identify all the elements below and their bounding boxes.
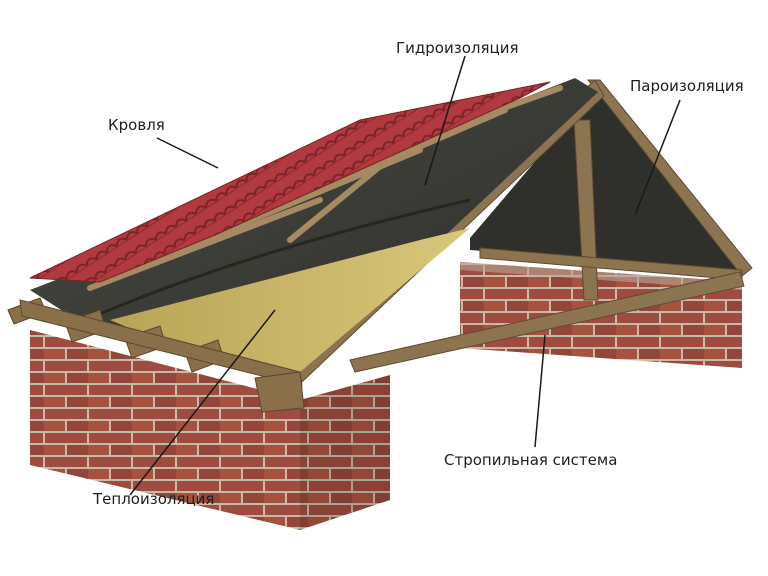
label-vapor-barrier: Пароизоляция — [630, 77, 744, 95]
front-brick-wall — [30, 330, 390, 530]
waterproofing-membrane — [30, 78, 598, 372]
thermal-insulation — [110, 228, 470, 372]
leader-lines — [129, 55, 681, 496]
vapor-barrier-membrane — [470, 90, 742, 270]
label-waterproofing: Гидроизоляция — [396, 39, 519, 57]
label-roofing: Кровля — [108, 116, 165, 134]
label-thermal-insulation: Теплоизоляция — [93, 490, 215, 508]
roof-tiles — [29, 81, 551, 283]
label-rafter-system: Стропильная система — [444, 451, 618, 469]
